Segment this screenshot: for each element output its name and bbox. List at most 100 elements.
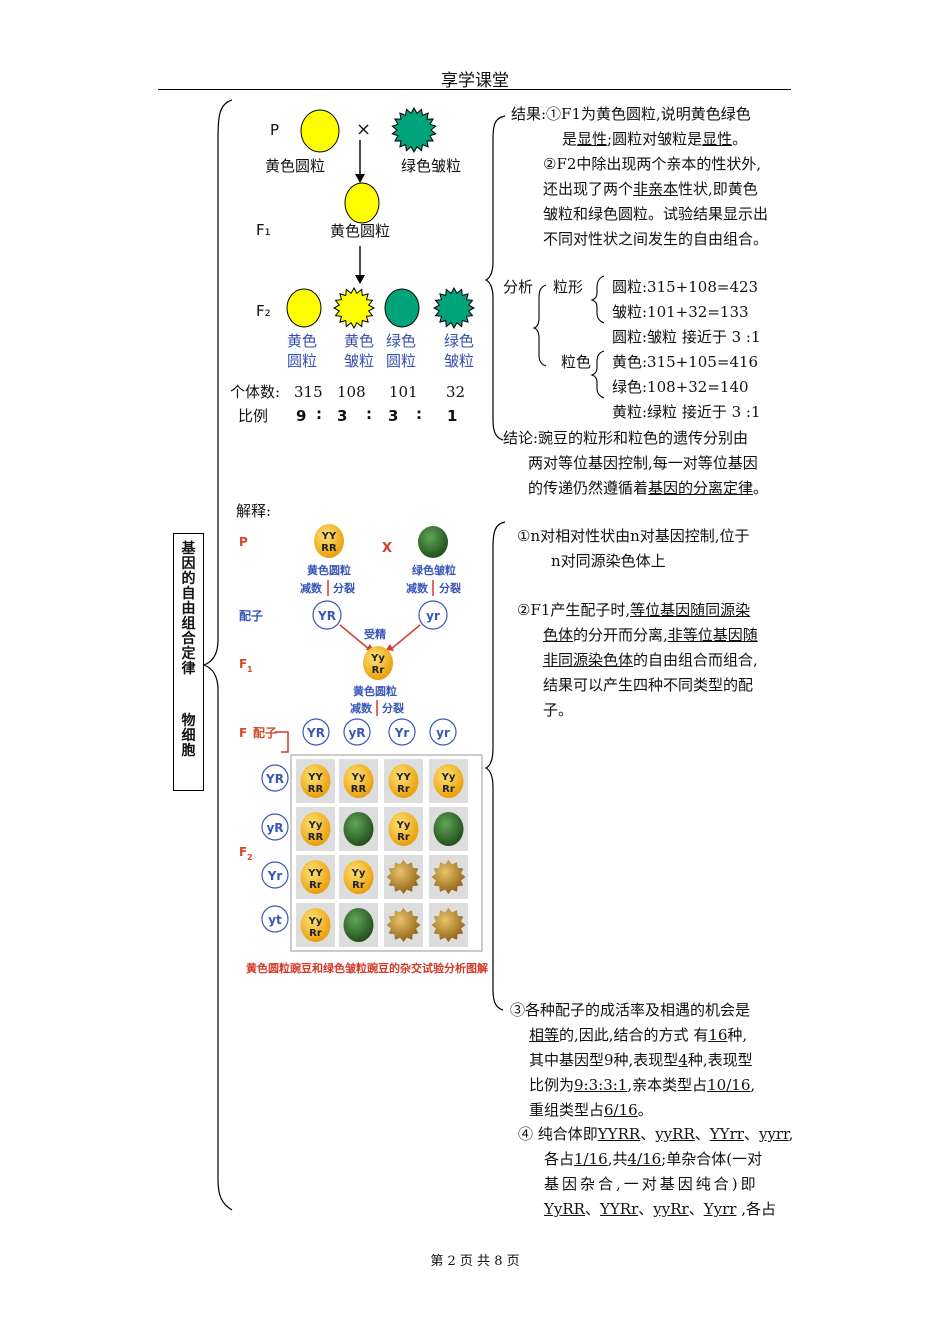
green-seed-icon	[433, 812, 464, 846]
cell-geno-bottom: Rr	[309, 928, 322, 939]
cell-geno-top: Yy	[351, 772, 366, 783]
result-line-4: 还出现了两个非亲本性状,即黄色	[543, 180, 758, 198]
f2-pheno-3-line2: 圆粒	[386, 352, 417, 370]
f2-green-wrinkled-seed	[432, 286, 476, 330]
color-line-3: 黄粒:绿粒 接近于 3 :1	[612, 403, 761, 421]
f1-geno-top: Yy	[370, 653, 385, 664]
p-label: P	[270, 121, 280, 139]
yellow-seed-icon	[388, 812, 419, 846]
point-1-line-2: n对同源染色体上	[551, 552, 666, 570]
cell-geno-top: Yy	[308, 916, 323, 927]
point-3-line-5: 重组类型占6/16。	[529, 1101, 653, 1119]
gamete-row-label: 配子	[239, 608, 263, 623]
conclusion-line-3: 的传递仍然遵循着基因的分离定律。	[528, 479, 769, 497]
point-3-line-2: 相等的,因此,结合的方式 有16种,	[529, 1026, 748, 1044]
col-gamete-circle	[429, 718, 457, 746]
f2-yellow-wrinkled-seed	[332, 286, 376, 330]
yellow-seed-icon	[300, 764, 331, 798]
f1-meiosis-label: 减数	[350, 701, 373, 715]
wrinkled-seed-icon	[386, 908, 421, 942]
col-gamete-text: YR	[306, 726, 325, 740]
col-gamete-text: yR	[348, 726, 365, 740]
conclusion-line-2: 两对等位基因控制,每一对等位基因	[528, 454, 758, 472]
row-gamete-circle	[261, 861, 289, 889]
col-gamete-text: yr	[436, 726, 450, 740]
f1-division-label: 分裂	[382, 701, 404, 715]
green-wrinkled-seed-p	[391, 106, 437, 154]
wrinkled-seed-icon	[431, 860, 466, 894]
result-line-1: 结果:①F1为黄色圆粒,说明黄色绿色	[511, 105, 751, 123]
f2-pheno-4-line2: 皱粒	[444, 352, 475, 370]
color-line-1: 黄色:315+105=416	[612, 353, 759, 371]
topic-title: 基 因 的 自 由 组 合 定 律	[181, 541, 196, 677]
p1-meiosis-label: 减数	[300, 581, 323, 595]
count-label: 个体数:	[230, 383, 281, 401]
fig-f2-sub: 2	[247, 853, 253, 862]
cell-geno-bottom: Rr	[309, 880, 322, 891]
point-3-line-3: 其中基因型9种,表现型4种,表现型	[529, 1051, 753, 1069]
row-gamete-circle	[261, 905, 289, 933]
result-line-5: 皱粒和绿色圆粒。试验结果显示出	[543, 205, 769, 223]
yellow-seed-icon	[300, 908, 331, 942]
figure-caption: 黄色圆粒豌豆和绿色皱粒豌豆的杂交试验分析图解	[246, 961, 488, 975]
yellow-seed-icon	[433, 764, 464, 798]
count-4: 32	[446, 383, 466, 401]
conclusion-block: 结论:豌豆的粒形和粒色的遗传分别由 两对等位基因控制,每一对等位基因 的传递仍然…	[503, 426, 803, 501]
f2-pheno-1-line1: 黄色	[287, 332, 318, 350]
point-4-line-4: YyRR、YYRr、yyRr、Yyrr ,各占	[544, 1200, 776, 1218]
col-gamete-circle	[388, 718, 416, 746]
cell-geno-bottom: RR	[308, 784, 324, 795]
cell-geno-bottom: RR	[351, 784, 367, 795]
ratio-colon-2: :	[366, 405, 372, 423]
yellow-round-seed-f1	[344, 182, 380, 224]
cell-geno-bottom: Rr	[352, 880, 365, 891]
point-2-line-4: 结果可以产生四种不同类型的配	[543, 676, 754, 694]
f2-pheno-4-line1: 绿色	[444, 332, 475, 350]
p2-division-label: 分裂	[439, 581, 461, 595]
p1-gamete-text: YR	[317, 609, 336, 623]
fig-cross-symbol: X	[382, 541, 392, 556]
count-2: 108	[337, 383, 366, 401]
f2-pheno-2-line2: 皱粒	[344, 352, 375, 370]
col-gamete-text: Yr	[394, 726, 410, 740]
cell-geno-bottom: RR	[308, 832, 324, 843]
f1-seed-icon	[363, 646, 393, 680]
point-3-block: ③各种配子的成活率及相遇的机会是 相等的,因此,结合的方式 有16种, 其中基因…	[510, 998, 800, 1123]
cell-geno-bottom: Rr	[442, 784, 455, 795]
point-2-line-3: 非同源染色体的自由组合而组合,	[543, 651, 758, 669]
p2-gamete-circle	[418, 600, 448, 630]
topic-box: 基 因 的 自 由 组 合 定 律 物 细 胞	[173, 533, 204, 791]
p2-seed-icon	[418, 526, 448, 558]
cell-geno-top: YY	[307, 772, 323, 783]
yellow-seed-icon	[343, 764, 374, 798]
green-seed-icon	[343, 812, 374, 846]
point-2-block: ②F1产生配子时,等位基因随同源染 色体的分开而分离,非等位基因随 非同源染色体…	[517, 598, 797, 728]
row-gamete-text: yt	[268, 913, 282, 927]
cell-geno-bottom: Rr	[397, 784, 410, 795]
page-header-title: 享学课堂	[441, 71, 509, 91]
p2-phenotype: 绿色皱粒	[401, 157, 462, 175]
ratio-colon-1: :	[316, 405, 322, 423]
p1-geno-top: YY	[321, 531, 337, 542]
f1-phenotype: 黄色圆粒	[330, 222, 391, 240]
cell-geno-top: YY	[395, 772, 411, 783]
p1-division-label: 分裂	[333, 581, 355, 595]
f1-gamete-label-rest: 配子	[253, 725, 277, 740]
point-3-line-4: 比例为9:3:3:1,亲本类型占10/16,	[529, 1076, 756, 1094]
wrinkled-seed-icon	[386, 860, 421, 894]
cell-geno-top: Yy	[441, 772, 456, 783]
analysis-label: 分析	[503, 278, 534, 296]
count-3: 101	[389, 383, 418, 401]
cell-geno-top: Yy	[396, 820, 411, 831]
point-4-line-3: 基因杂合,一对基因纯合)即	[544, 1175, 759, 1193]
fig-f1-label: F	[239, 657, 247, 671]
p2-meiosis-label: 减数	[406, 581, 429, 595]
f1-geno-bottom: Rr	[372, 665, 385, 676]
p2-gamete-text: yr	[426, 609, 440, 623]
point-2-line-1: ②F1产生配子时,等位基因随同源染	[517, 601, 751, 619]
point-1-line-1: ①n对相对性状由n对基因控制,位于	[517, 527, 750, 545]
p2-pheno-label: 绿色皱粒	[412, 563, 456, 577]
ratio-1: 9	[296, 407, 307, 425]
count-1: 315	[294, 383, 323, 401]
point-1-block: ①n对相对性状由n对基因控制,位于 n对同源染色体上	[517, 524, 797, 594]
